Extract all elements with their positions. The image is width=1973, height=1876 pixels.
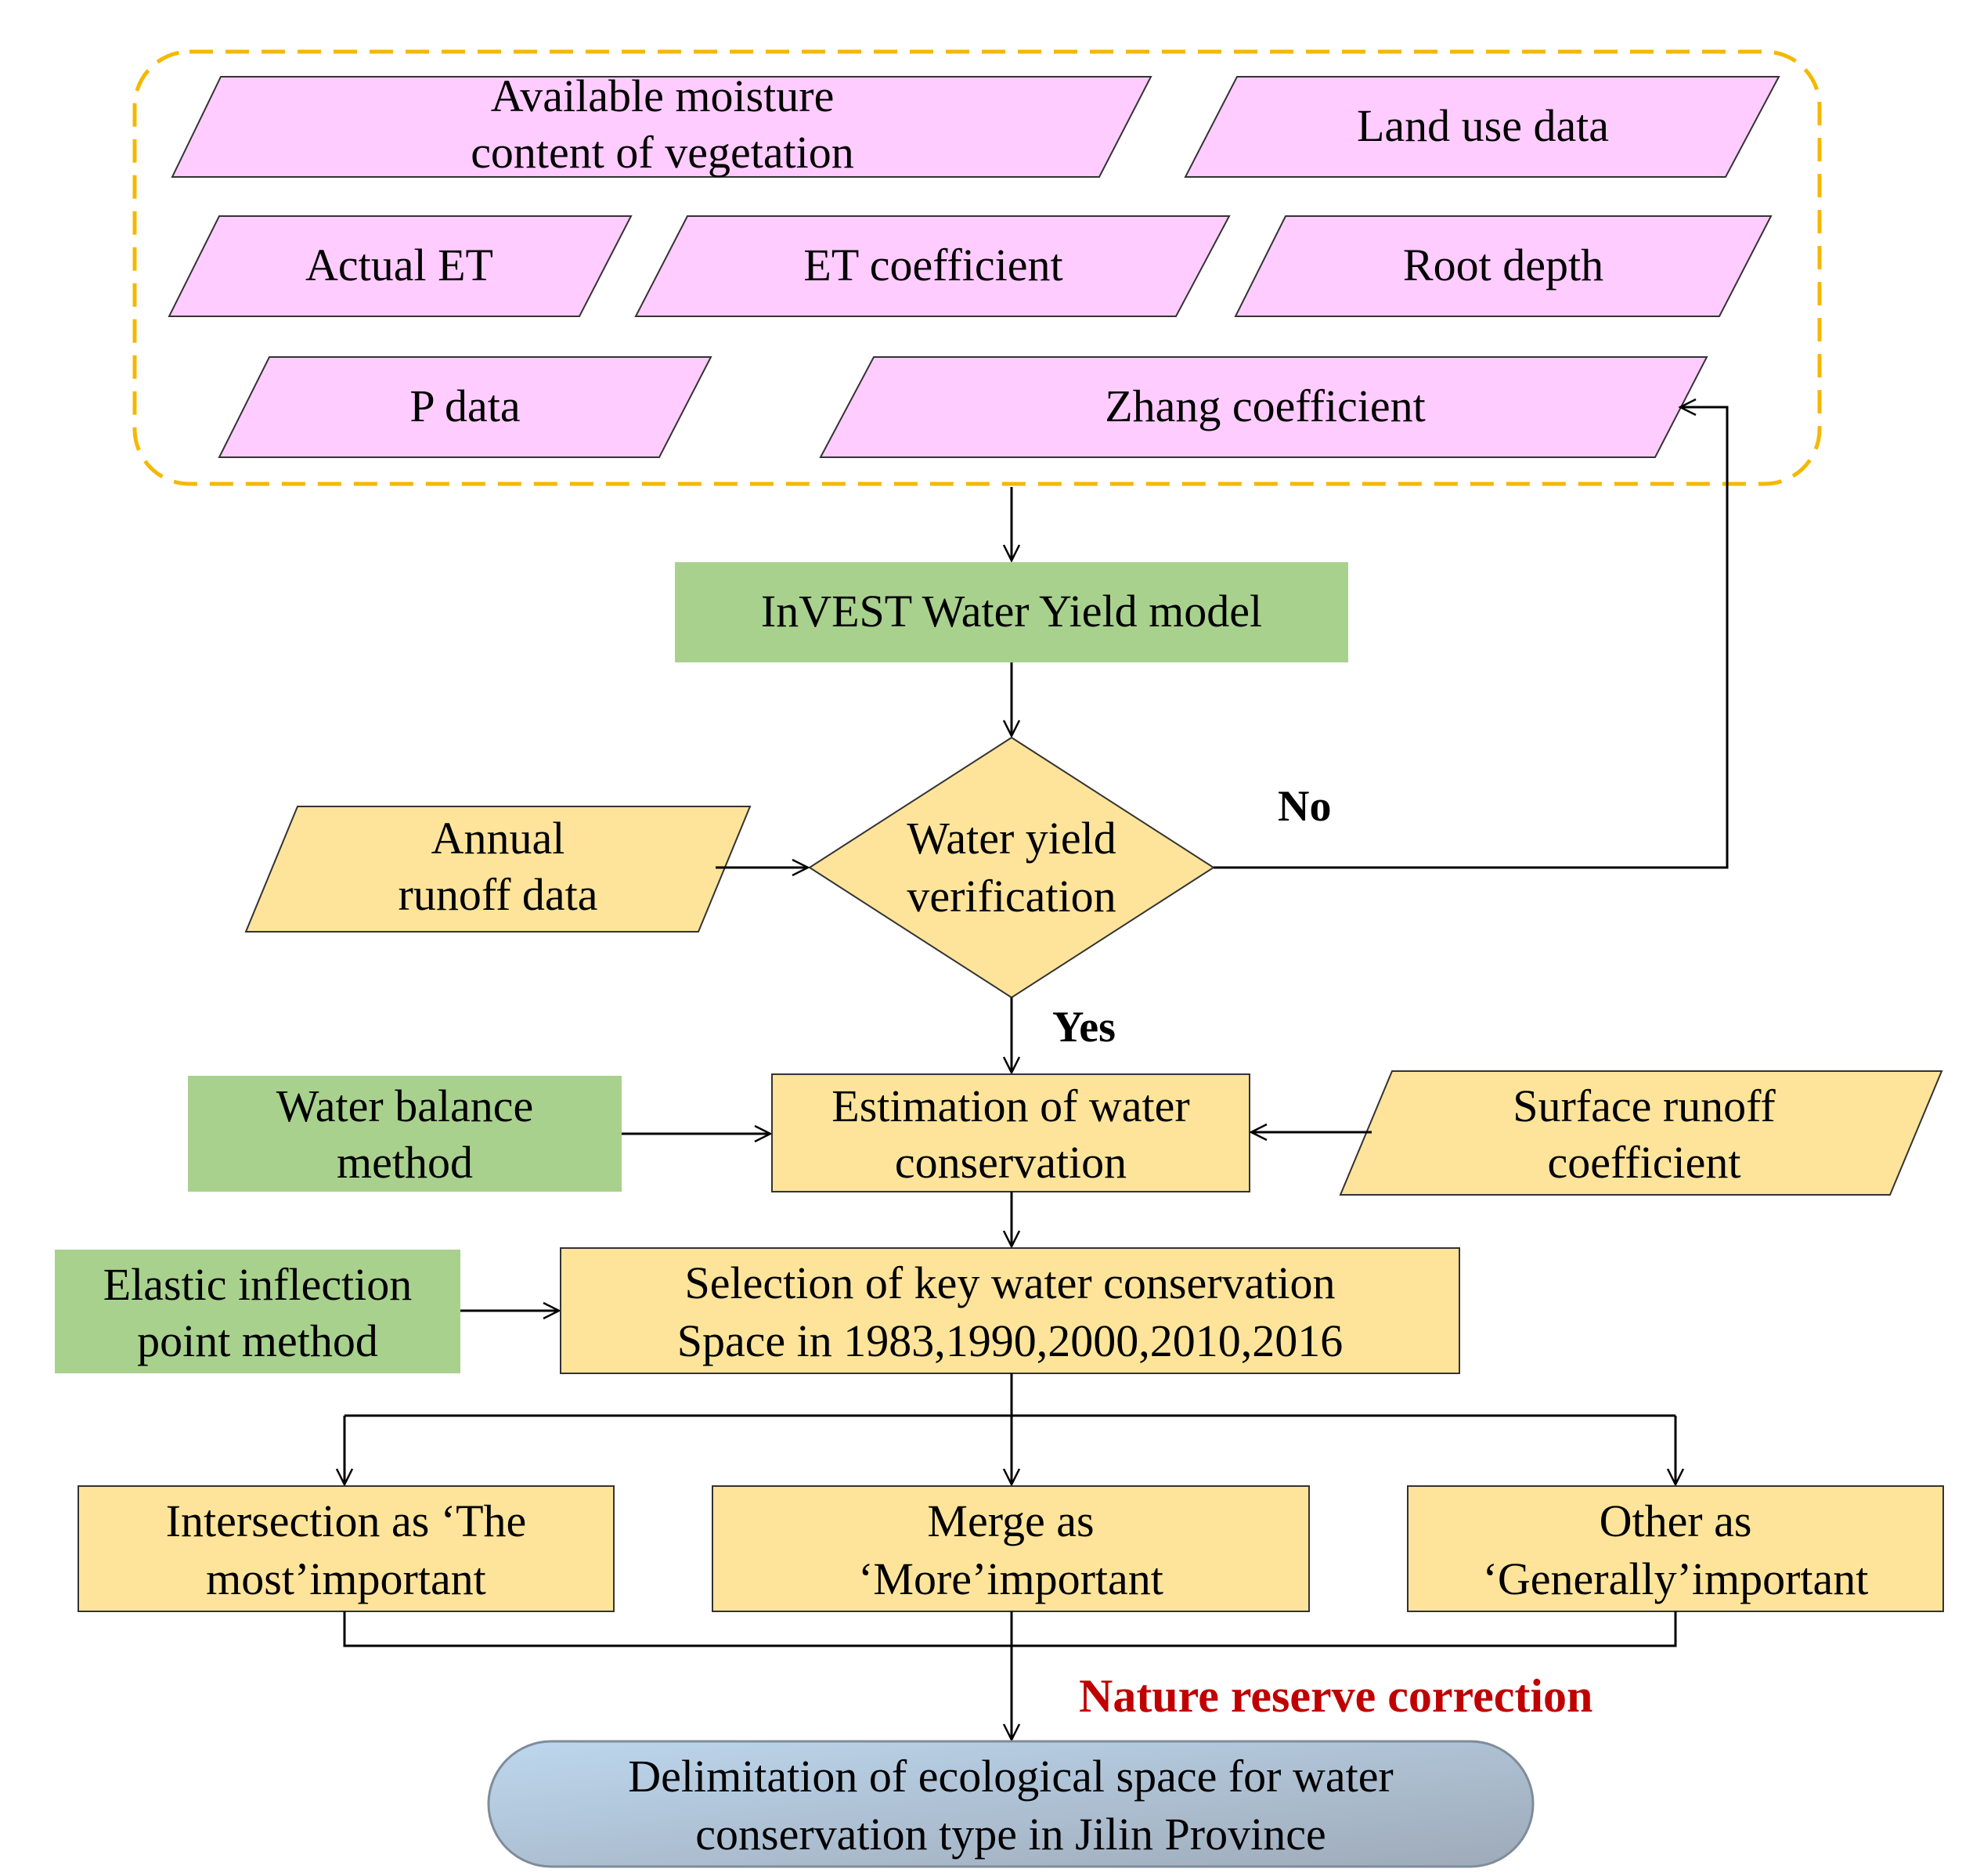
verification-label-2: verification bbox=[907, 871, 1116, 922]
water-balance-label-2: method bbox=[337, 1137, 473, 1188]
merge-label-2: ‘More’important bbox=[858, 1553, 1163, 1604]
yes-label: Yes bbox=[1052, 1003, 1116, 1052]
moisture-label-1: Available moisture bbox=[491, 70, 835, 121]
elastic-label-1: Elastic inflection bbox=[103, 1259, 413, 1310]
root-depth-label: Root depth bbox=[1403, 240, 1603, 290]
delimitation-label-2: conservation type in Jilin Province bbox=[695, 1809, 1326, 1860]
selection-box bbox=[560, 1247, 1460, 1374]
p-data-input bbox=[218, 356, 712, 458]
merge-box bbox=[712, 1485, 1310, 1612]
actual-et-label: Actual ET bbox=[305, 240, 493, 290]
annual-runoff-label-1: Annual bbox=[431, 813, 565, 864]
p-data-label: P data bbox=[409, 381, 520, 431]
actual-et-input bbox=[168, 215, 633, 317]
selection-label-2: Space in 1983,1990,2000,2010,2016 bbox=[677, 1315, 1344, 1366]
invest-model-label: InVEST Water Yield model bbox=[761, 586, 1262, 637]
delimitation-label-1: Delimitation of ecological space for wat… bbox=[628, 1751, 1394, 1802]
no-label: No bbox=[1278, 782, 1331, 831]
other-box bbox=[1407, 1485, 1944, 1612]
delimitation-result-box bbox=[487, 1740, 1535, 1868]
land-use-label: Land use data bbox=[1357, 100, 1609, 151]
merge-label-1: Merge as bbox=[927, 1495, 1094, 1546]
moisture-input bbox=[171, 76, 1152, 178]
annual-runoff-input bbox=[244, 806, 752, 933]
annual-runoff-label-2: runoff data bbox=[399, 869, 598, 920]
elastic-label-2: point method bbox=[137, 1315, 378, 1366]
water-balance-method-box bbox=[188, 1076, 622, 1192]
water-balance-label-1: Water balance bbox=[276, 1081, 534, 1131]
et-coefficient-input bbox=[634, 215, 1231, 317]
land-use-input bbox=[1184, 76, 1780, 178]
merge-line-bottom bbox=[343, 1611, 1677, 1647]
et-coefficient-label: ET coefficient bbox=[803, 240, 1062, 290]
zhang-coefficient-label: Zhang coefficient bbox=[1105, 381, 1426, 431]
arrow-no-feedback bbox=[1214, 407, 1729, 869]
estimation-label-1: Estimation of water bbox=[831, 1081, 1189, 1131]
intersection-label-2: most’important bbox=[206, 1553, 486, 1604]
surface-runoff-input bbox=[1339, 1070, 1943, 1196]
invest-model-box bbox=[675, 562, 1348, 662]
other-label-1: Other as bbox=[1600, 1495, 1752, 1546]
other-label-2: ‘Generally’important bbox=[1483, 1553, 1869, 1604]
surface-runoff-label-1: Surface runoff bbox=[1513, 1081, 1776, 1131]
verification-label-1: Water yield bbox=[907, 813, 1116, 864]
input-data-group bbox=[132, 49, 1822, 486]
water-yield-verification-diamond bbox=[808, 736, 1215, 999]
intersection-box bbox=[78, 1485, 615, 1612]
estimation-label-2: conservation bbox=[895, 1137, 1127, 1188]
nature-reserve-correction-label: Nature reserve correction bbox=[1079, 1670, 1592, 1722]
root-depth-input bbox=[1234, 215, 1773, 317]
moisture-label-2: content of vegetation bbox=[471, 127, 854, 178]
elastic-inflection-method-box bbox=[55, 1250, 460, 1373]
surface-runoff-label-2: coefficient bbox=[1548, 1137, 1741, 1188]
selection-label-1: Selection of key water conservation bbox=[684, 1257, 1335, 1308]
zhang-coefficient-input bbox=[819, 356, 1708, 458]
intersection-label-1: Intersection as ‘The bbox=[166, 1495, 527, 1546]
